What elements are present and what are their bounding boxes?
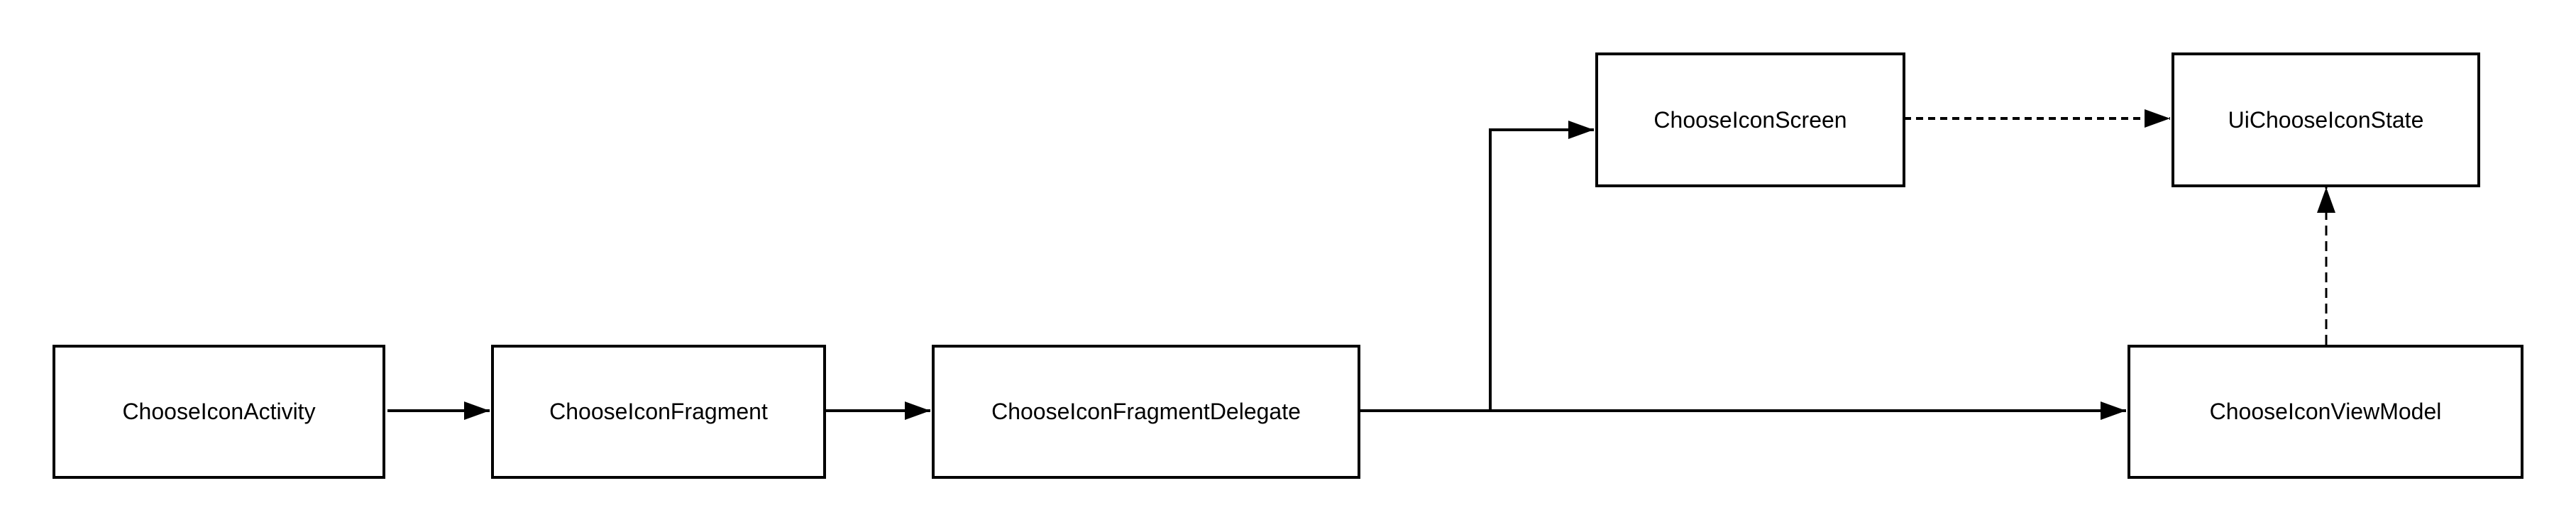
- node-label: ChooseIconFragmentDelegate: [991, 399, 1301, 424]
- node-label: ChooseIconActivity: [122, 399, 316, 424]
- node-choose-icon-activity: ChooseIconActivity: [53, 345, 385, 479]
- node-label: UiChooseIconState: [2228, 106, 2424, 133]
- node-ui-choose-icon-state: UiChooseIconState: [2172, 52, 2480, 187]
- node-choose-icon-screen: ChooseIconScreen: [1595, 52, 1905, 187]
- edge-delegate-screen: [1489, 121, 1594, 411]
- node-label: ChooseIconScreen: [1653, 106, 1847, 133]
- node-choose-icon-view-model: ChooseIconViewModel: [2128, 345, 2523, 479]
- node-label: ChooseIconViewModel: [2209, 399, 2442, 424]
- node-label: ChooseIconFragment: [549, 399, 768, 424]
- node-choose-icon-fragment: ChooseIconFragment: [491, 345, 826, 479]
- node-choose-icon-fragment-delegate: ChooseIconFragmentDelegate: [932, 345, 1360, 479]
